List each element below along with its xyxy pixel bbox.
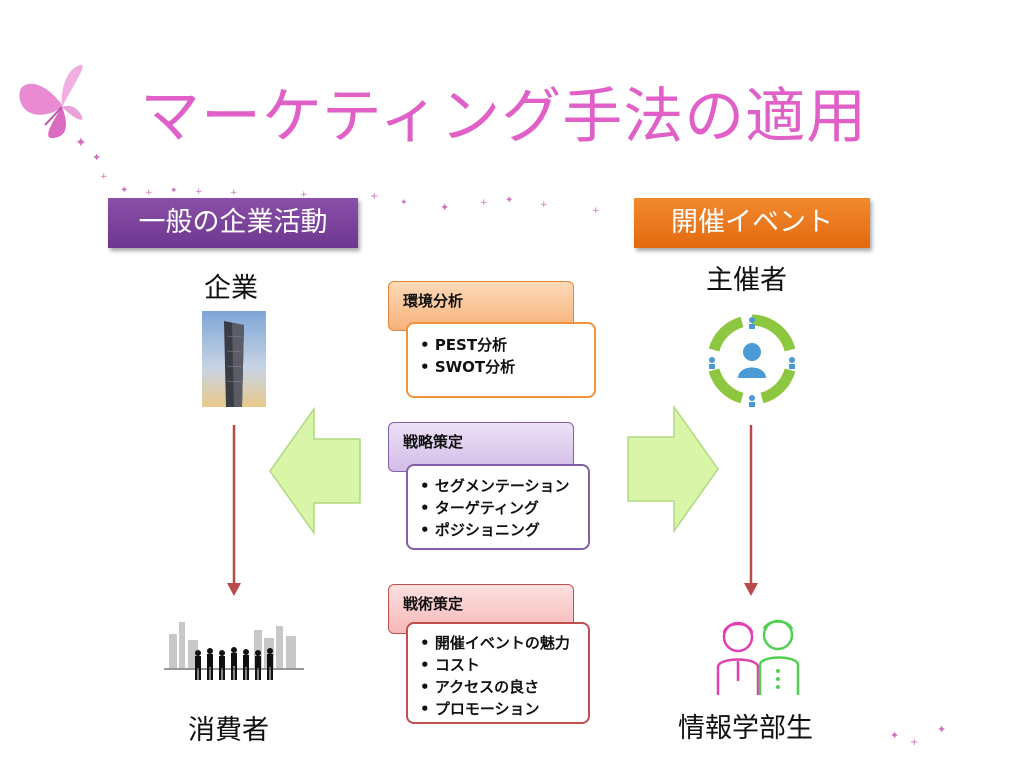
svg-text:✦: ✦ — [937, 723, 946, 736]
step3-header-label: 戦術策定 — [403, 595, 464, 613]
svg-text:✦: ✦ — [440, 201, 449, 214]
right-top-label: 主催者 — [706, 265, 787, 296]
step2-item: ターゲティング — [420, 497, 576, 519]
step3-box: 開催イベントの魅力 コスト アクセスの良さ プロモーション — [406, 622, 590, 724]
svg-text:+: + — [300, 190, 308, 200]
svg-text:✦: ✦ — [400, 198, 408, 208]
step1-box: PEST分析 SWOT分析 — [406, 322, 596, 398]
block-arrow-left-icon — [269, 407, 361, 535]
svg-text:✦: ✦ — [170, 186, 178, 196]
right-bottom-label: 情報学部生 — [678, 713, 813, 744]
step2-header: 戦略策定 — [388, 422, 574, 472]
students-icon — [716, 619, 800, 695]
left-bottom-label: 消費者 — [188, 715, 269, 746]
step3-item: プロモーション — [420, 698, 576, 720]
svg-text:+: + — [910, 737, 918, 748]
crowd-silhouette — [164, 622, 304, 680]
svg-text:+: + — [145, 188, 153, 198]
left-down-arrow — [227, 425, 241, 596]
step3-item: 開催イベントの魅力 — [420, 632, 576, 654]
sparkle-trail: ✦ ✦ + ✦ + ✦ + + + + ✦ ✦ + ✦ + + — [75, 135, 600, 216]
step2-item: セグメンテーション — [420, 475, 576, 497]
butterfly-decoration: ✦ ✦ + ✦ + ✦ + + + + ✦ ✦ + ✦ + + — [19, 64, 600, 216]
svg-text:+: + — [540, 200, 548, 210]
left-section-tag: 一般の企業活動 — [108, 198, 358, 248]
right-down-arrow — [744, 425, 758, 596]
left-top-label: 企業 — [204, 273, 258, 304]
step1-item: PEST分析 — [420, 334, 582, 356]
page-title: マーケティング手法の適用 — [140, 82, 868, 152]
step1-item: SWOT分析 — [420, 356, 582, 378]
svg-text:✦: ✦ — [75, 135, 87, 151]
step3-header: 戦術策定 — [388, 584, 574, 634]
step3-item: コスト — [420, 654, 576, 676]
sparkle-corner: ✦ + ✦ — [890, 723, 946, 748]
building-photo — [202, 311, 266, 407]
svg-text:✦: ✦ — [890, 729, 899, 742]
svg-text:✦: ✦ — [92, 151, 101, 164]
svg-text:+: + — [100, 172, 108, 182]
block-arrow-right-icon — [627, 405, 719, 533]
svg-text:+: + — [370, 191, 378, 202]
butterfly-icon — [19, 64, 83, 139]
svg-text:+: + — [480, 198, 488, 208]
step2-header-label: 戦略策定 — [403, 433, 464, 451]
svg-text:✦: ✦ — [120, 185, 128, 196]
right-section-tag: 開催イベント — [634, 198, 870, 248]
step3-item: アクセスの良さ — [420, 676, 576, 698]
svg-text:+: + — [230, 188, 238, 198]
svg-text:+: + — [195, 187, 203, 197]
step1-header-label: 環境分析 — [403, 292, 464, 310]
step2-item: ポジショニング — [420, 519, 576, 541]
svg-text:+: + — [592, 206, 600, 216]
cycle-person-icon — [708, 314, 796, 407]
svg-text:✦: ✦ — [505, 195, 513, 206]
step2-box: セグメンテーション ターゲティング ポジショニング — [406, 464, 590, 550]
